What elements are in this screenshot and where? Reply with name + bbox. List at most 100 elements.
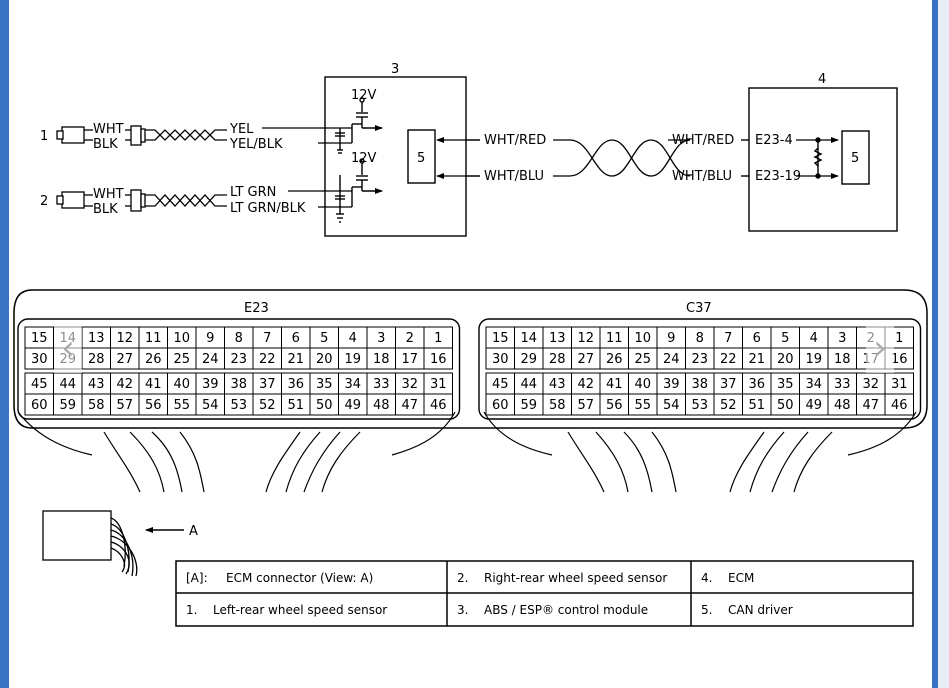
svg-text:52: 52 xyxy=(259,398,276,413)
svg-text:19: 19 xyxy=(344,352,361,367)
legend-number: [A]: xyxy=(186,571,208,585)
wiring-diagram: 1 WHT BLK 2 WHT BLK YEL YEL/BLK xyxy=(13,62,928,627)
svg-text:12: 12 xyxy=(577,331,594,346)
svg-text:10: 10 xyxy=(634,331,651,346)
connector-pin: 45 xyxy=(24,372,54,395)
abs-can-driver-label: 5 xyxy=(417,151,425,166)
svg-text:43: 43 xyxy=(88,377,105,392)
connector-pin: 58 xyxy=(81,393,111,416)
window-border-left xyxy=(0,0,9,688)
prev-arrow-icon[interactable]: ‹ xyxy=(54,323,82,373)
connector-c37-title: C37 xyxy=(686,301,712,316)
connector-pin: 36 xyxy=(742,372,772,395)
svg-text:57: 57 xyxy=(577,398,594,413)
svg-text:58: 58 xyxy=(549,398,566,413)
connector-e23-title: E23 xyxy=(244,301,269,316)
svg-text:34: 34 xyxy=(805,377,822,392)
sensor-2-wire-1: WHT xyxy=(93,187,124,202)
svg-text:33: 33 xyxy=(834,377,851,392)
connector-pin: 7 xyxy=(252,326,282,349)
connector-pin: 37 xyxy=(252,372,282,395)
connector-pin: 18 xyxy=(827,347,857,370)
svg-text:6: 6 xyxy=(753,331,761,346)
connector-pin: 14 xyxy=(514,326,544,349)
svg-text:46: 46 xyxy=(891,398,908,413)
svg-text:28: 28 xyxy=(549,352,566,367)
connector-pin: 47 xyxy=(856,393,886,416)
legend-number: 3. xyxy=(457,603,468,617)
next-arrow-icon[interactable]: › xyxy=(866,323,894,373)
sensor-2 xyxy=(56,189,227,212)
connector-pin: 8 xyxy=(224,326,254,349)
svg-text:14: 14 xyxy=(520,331,537,346)
connector-pin: 46 xyxy=(423,393,453,416)
legend-table xyxy=(175,560,914,627)
svg-text:7: 7 xyxy=(263,331,271,346)
svg-text:21: 21 xyxy=(748,352,765,367)
svg-text:37: 37 xyxy=(259,377,276,392)
ecm-pin-hi: E23-4 xyxy=(755,133,793,148)
connector-pin: 53 xyxy=(685,393,715,416)
svg-text:49: 49 xyxy=(805,398,822,413)
connector-pin: 39 xyxy=(195,372,225,395)
svg-text:17: 17 xyxy=(401,352,418,367)
connector-pin: 4 xyxy=(338,326,368,349)
legend-text: Right-rear wheel speed sensor xyxy=(484,571,667,585)
connector-pin: 11 xyxy=(138,326,168,349)
svg-text:9: 9 xyxy=(667,331,675,346)
connector-pin: 25 xyxy=(628,347,658,370)
connector-pin: 7 xyxy=(713,326,743,349)
connector-pin: 43 xyxy=(542,372,572,395)
svg-text:36: 36 xyxy=(748,377,765,392)
connector-pin: 51 xyxy=(281,393,311,416)
connector-pin: 50 xyxy=(770,393,800,416)
svg-text:45: 45 xyxy=(492,377,509,392)
svg-text:7: 7 xyxy=(724,331,732,346)
svg-text:49: 49 xyxy=(344,398,361,413)
connector-pin: 42 xyxy=(571,372,601,395)
connector-pin: 10 xyxy=(167,326,197,349)
connector-pin: 55 xyxy=(167,393,197,416)
svg-text:34: 34 xyxy=(344,377,361,392)
harness-wires xyxy=(17,411,917,493)
svg-text:26: 26 xyxy=(606,352,623,367)
connector-pin: 43 xyxy=(81,372,111,395)
connector-pin: 51 xyxy=(742,393,772,416)
connector-pin: 28 xyxy=(81,347,111,370)
connector-pin: 10 xyxy=(628,326,658,349)
svg-text:53: 53 xyxy=(691,398,708,413)
svg-text:30: 30 xyxy=(31,352,48,367)
svg-text:13: 13 xyxy=(549,331,566,346)
connector-pin: 9 xyxy=(656,326,686,349)
svg-text:60: 60 xyxy=(492,398,509,413)
connector-pin: 16 xyxy=(423,347,453,370)
connector-pin: 26 xyxy=(599,347,629,370)
svg-text:32: 32 xyxy=(401,377,418,392)
sensor-2-number: 2 xyxy=(40,194,48,209)
connector-pin: 36 xyxy=(281,372,311,395)
connector-pin: 15 xyxy=(485,326,515,349)
connector-pin: 40 xyxy=(628,372,658,395)
connector-pin: 57 xyxy=(571,393,601,416)
svg-text:42: 42 xyxy=(116,377,133,392)
connector-pin: 6 xyxy=(281,326,311,349)
connector-pin: 23 xyxy=(224,347,254,370)
svg-text:41: 41 xyxy=(606,377,623,392)
connector-pin: 56 xyxy=(138,393,168,416)
connector-frame xyxy=(17,318,461,420)
connector-pin: 5 xyxy=(770,326,800,349)
svg-text:29: 29 xyxy=(520,352,537,367)
svg-text:37: 37 xyxy=(720,377,737,392)
connector-pin: 28 xyxy=(542,347,572,370)
connector-pin: 48 xyxy=(827,393,857,416)
svg-text:18: 18 xyxy=(373,352,390,367)
connector-c37: 1514131211109876543213029282726252423222… xyxy=(478,318,922,420)
svg-text:4: 4 xyxy=(810,331,818,346)
svg-text:28: 28 xyxy=(88,352,105,367)
abs-module xyxy=(324,76,467,237)
svg-text:56: 56 xyxy=(606,398,623,413)
connector-pin: 13 xyxy=(542,326,572,349)
scrollbar-track[interactable] xyxy=(938,0,949,688)
svg-text:39: 39 xyxy=(202,377,219,392)
svg-text:47: 47 xyxy=(401,398,418,413)
